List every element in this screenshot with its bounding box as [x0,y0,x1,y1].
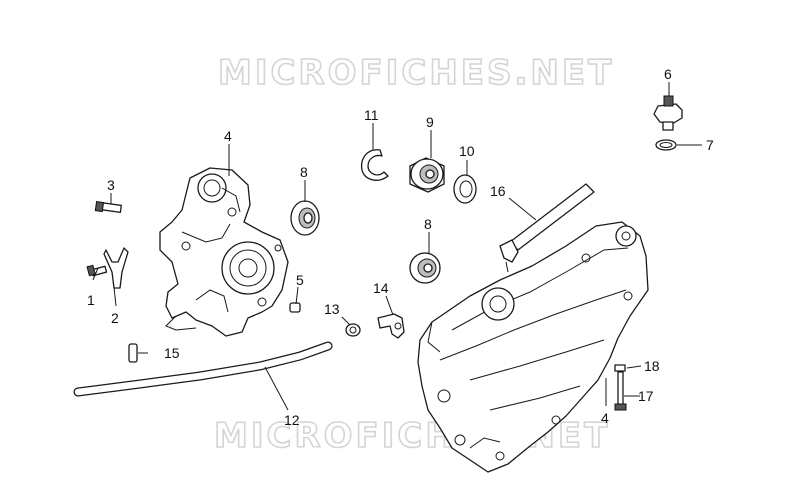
circlip-11 [360,149,389,181]
bearing-8-upper [290,200,320,236]
bearing-9 [409,157,445,193]
washer-18 [614,364,626,372]
o-ring-7 [655,139,677,151]
screw-3 [94,201,122,214]
oil-seal-10 [453,174,477,204]
callout-6: 6 [664,66,672,82]
breather-tube-16 [499,183,595,273]
callout-1: 1 [87,292,95,308]
callout-8-upper: 8 [300,164,308,180]
callout-13: 13 [324,301,340,317]
elbow-fitting-14 [377,313,405,339]
callout-17: 17 [638,388,654,404]
sensor-6 [653,95,683,131]
callout-11: 11 [364,107,379,123]
callout-15: 15 [164,345,180,361]
callout-7: 7 [706,137,714,153]
hose-12 [73,341,333,397]
callout-4-upper: 4 [224,128,232,144]
hose-clamp-13 [345,323,361,337]
callout-14: 14 [373,280,389,296]
callout-5: 5 [296,272,304,288]
watermark-top: MICROFICHES.NET [218,53,614,93]
callout-2: 2 [111,310,119,326]
callout-16: 16 [490,183,506,199]
callout-4-lower: 4 [601,410,609,426]
callout-18: 18 [644,358,660,374]
pin-5 [289,302,301,313]
left-crankcase-half [159,167,289,337]
right-crankcase-half [417,221,649,473]
callout-12: 12 [284,412,300,428]
callout-8-lower: 8 [424,216,432,232]
bearing-8-lower [409,252,441,284]
dowel-pin-15 [128,343,138,363]
callout-3: 3 [107,177,115,193]
bolt-17 [614,371,627,411]
callout-9: 9 [426,114,434,130]
leader-lines [92,82,702,411]
shift-fork-2 [103,247,129,289]
callout-10: 10 [459,143,475,159]
